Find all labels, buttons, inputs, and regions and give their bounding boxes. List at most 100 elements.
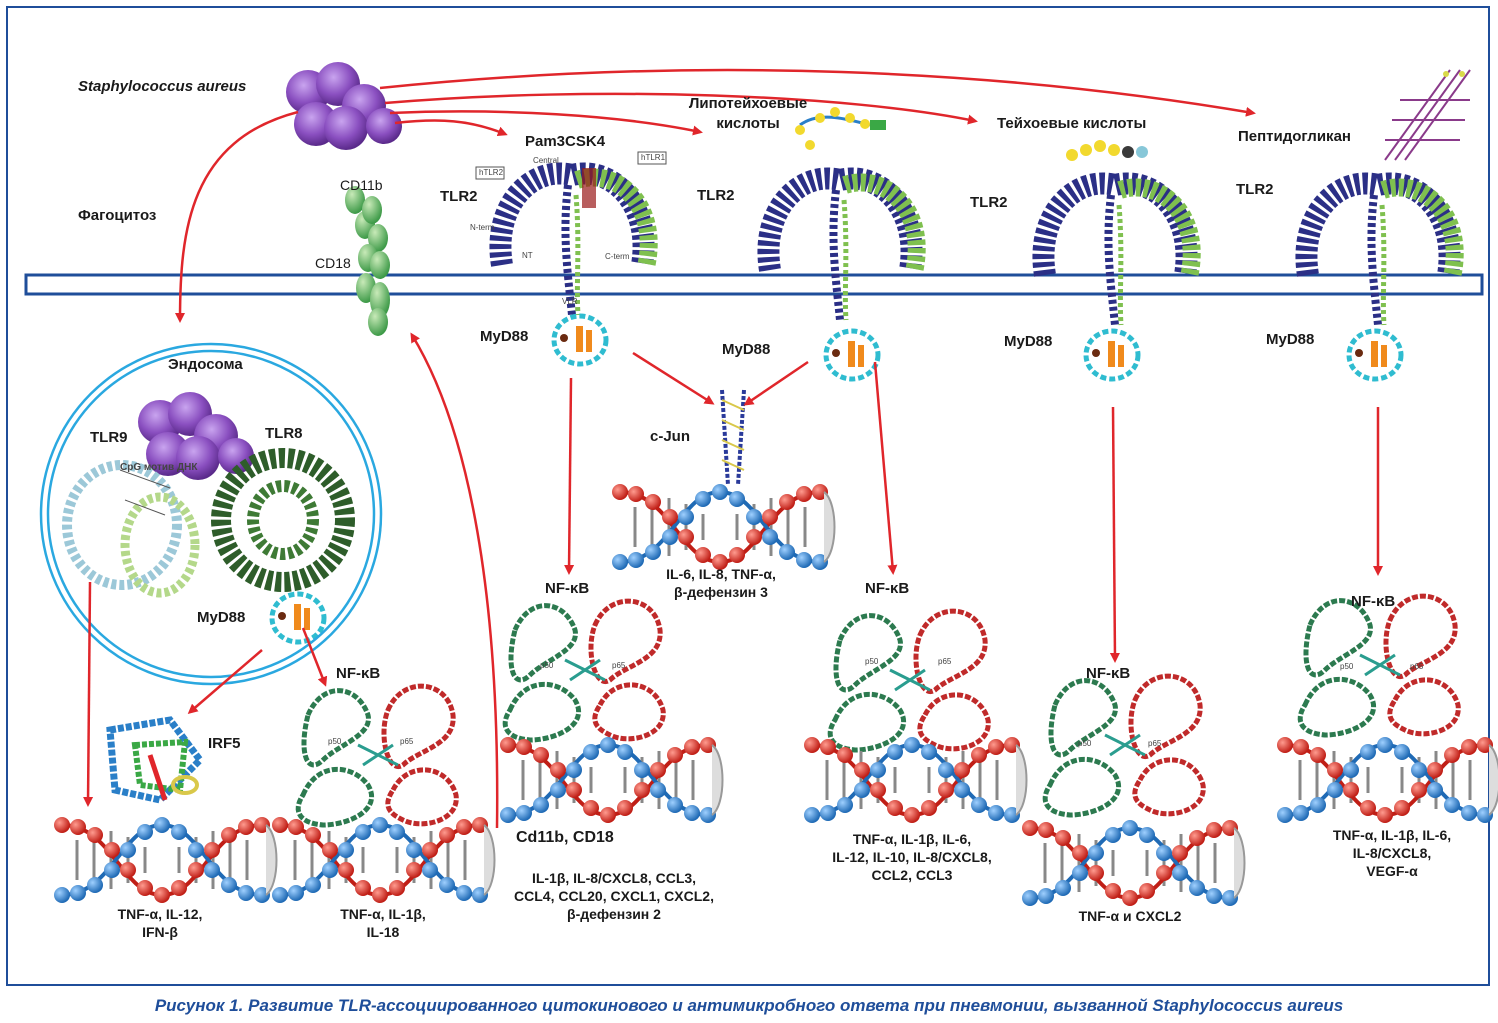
arrow-to-teichoic bbox=[384, 92, 978, 125]
irf5-output: TNF-α, IL-12, IFN-β bbox=[117, 906, 203, 940]
lipoteichoic-acid-molecule bbox=[795, 107, 886, 150]
tlr2-label-4: TLR2 bbox=[1236, 181, 1274, 198]
dna-c-jun bbox=[610, 482, 837, 572]
peptidoglycan-molecule bbox=[1384, 69, 1471, 161]
cd11b-cd18-complex bbox=[345, 186, 390, 336]
tlr9-structure bbox=[62, 460, 200, 598]
lipoteichoic-label: Липотейхоевые кислоты bbox=[688, 95, 808, 132]
irf5-label: IRF5 bbox=[208, 735, 241, 752]
dna-col2 bbox=[802, 735, 1029, 825]
c-jun-label: c-Jun bbox=[650, 428, 691, 445]
c-term-tag: C-term bbox=[605, 252, 630, 261]
myd88-label-endosome: MyD88 bbox=[197, 609, 246, 626]
col3-output: TNF-α и CXCL2 bbox=[1078, 908, 1182, 924]
pam3csk4-label: Pam3CSK4 bbox=[525, 133, 606, 150]
myd88-label-4: MyD88 bbox=[1266, 331, 1315, 348]
p65-tag-3: p65 bbox=[1148, 739, 1162, 748]
arrow-tlr9-dna bbox=[83, 581, 94, 807]
arrow-to-lipoteichoic bbox=[389, 110, 703, 136]
myd88-structure-3 bbox=[1086, 331, 1138, 379]
nfkb-structure-2 bbox=[830, 611, 988, 750]
arrow-to-cd11b bbox=[410, 332, 499, 829]
c-jun-output: IL-6, IL-8, TNF-α, β-дефензин 3 bbox=[666, 566, 776, 600]
myd88-label-2: MyD88 bbox=[722, 341, 771, 358]
cd11b-label: CD11b bbox=[340, 177, 383, 193]
col4-output: TNF-α, IL-1β, IL-6, IL-8/CXCL8, VEGF-α bbox=[1332, 827, 1452, 879]
irf5-structure bbox=[106, 716, 205, 804]
arrow-myd88-nfkb-endo bbox=[301, 627, 328, 687]
col1-output: IL-1β, IL-8/CXCL8, CCL3, CCL4, CCL20, CX… bbox=[514, 870, 714, 922]
dna-endosome-nfkb bbox=[270, 815, 497, 905]
nt-tag: NT bbox=[522, 251, 533, 260]
phagocytosis-label: Фагоцитоз bbox=[78, 207, 157, 224]
myd88-label-3: MyD88 bbox=[1004, 333, 1053, 350]
htlr1-tag: hTLR1 bbox=[641, 153, 666, 162]
arrow-phagocytosis bbox=[175, 110, 299, 323]
tlr2-label-1: TLR2 bbox=[440, 188, 478, 205]
nfkb-structure-endosome bbox=[298, 686, 456, 825]
nfkb-label-2: NF-κB bbox=[865, 580, 910, 597]
p50-tag-4: p50 bbox=[1340, 662, 1354, 671]
tlr2-label-3: TLR2 bbox=[970, 194, 1008, 211]
arrow-myd88-nfkb-3 bbox=[1109, 406, 1120, 663]
nfkb-structure-3 bbox=[1045, 676, 1203, 815]
p65-tag-2: p65 bbox=[938, 657, 952, 666]
endosome-outer-membrane bbox=[39, 342, 383, 686]
cd11b-cd18-output: Cd11b, CD18 bbox=[516, 829, 614, 846]
p50-tag-2: p50 bbox=[865, 657, 879, 666]
p50-tag-3: p50 bbox=[1078, 739, 1092, 748]
p65-tag-4: p65 bbox=[1410, 662, 1424, 671]
tlr8-structure bbox=[211, 448, 355, 592]
central-tag: Central bbox=[533, 156, 559, 165]
figure-frame bbox=[6, 6, 1490, 986]
p65-tag-endo: p65 bbox=[400, 737, 414, 746]
nfkb-structure-1 bbox=[505, 601, 663, 740]
c-jun-structure bbox=[720, 389, 746, 486]
myd88-label-1: MyD88 bbox=[480, 328, 529, 345]
nfkb-label-endosome: NF-κB bbox=[336, 665, 381, 682]
nfkb-label-1: NF-κB bbox=[545, 580, 590, 597]
staphylococcus-bacteria bbox=[286, 62, 402, 150]
col2-output: TNF-α, IL-1β, IL-6, IL-12, IL-10, IL-8/C… bbox=[832, 831, 992, 883]
p50-tag-endo: p50 bbox=[328, 737, 342, 746]
dna-col3 bbox=[1020, 818, 1247, 908]
endosome-nfkb-output: TNF-α, IL-1β, IL-18 bbox=[340, 906, 426, 940]
cell-membrane bbox=[24, 273, 1484, 296]
nfkb-label-3: NF-κB bbox=[1086, 665, 1131, 682]
tlr2-dimer-peptidoglycan bbox=[1306, 183, 1454, 325]
arrow-myd88-nfkb-1 bbox=[564, 377, 575, 575]
nfkb-structure-4 bbox=[1300, 596, 1458, 735]
tlr8-label: TLR8 bbox=[265, 425, 303, 442]
staphylococcus-label: Staphylococcus aureus bbox=[78, 78, 247, 95]
vlr-tag: VLR bbox=[562, 297, 578, 306]
peptidoglycan-label: Пептидогликан bbox=[1238, 128, 1351, 145]
n-term-tag: N-term bbox=[470, 223, 495, 232]
myd88-structure-2 bbox=[826, 331, 878, 379]
tlr2-label-2: TLR2 bbox=[697, 187, 735, 204]
endosome-label: Эндосома bbox=[168, 356, 243, 373]
arrow-to-peptidoglycan bbox=[379, 68, 1256, 117]
endosome-inner-membrane bbox=[46, 349, 376, 679]
p50-tag-1: p50 bbox=[540, 661, 554, 670]
arrow-myd88-cjun-2 bbox=[743, 360, 809, 406]
myd88-structure-4 bbox=[1349, 331, 1401, 379]
teichoic-label: Тейхоевые кислоты bbox=[997, 115, 1147, 132]
arrow-to-pam3csk4 bbox=[394, 119, 508, 137]
dna-col1 bbox=[498, 735, 725, 825]
myd88-structure-1 bbox=[554, 316, 606, 364]
cpg-label: CpG мотив ДНК bbox=[120, 462, 198, 473]
figure-caption: Рисунок 1. Развитие TLR-ассоциированного… bbox=[154, 996, 1344, 1015]
p65-tag-1: p65 bbox=[612, 661, 626, 670]
teichoic-acid-molecule bbox=[1066, 140, 1148, 161]
arrow-myd88-cjun-1 bbox=[632, 351, 715, 405]
tlr2-dimer-lipoteichoic bbox=[768, 178, 916, 320]
arrow-myd88-irf5 bbox=[187, 649, 263, 714]
dna-irf5 bbox=[52, 815, 279, 905]
nfkb-label-4: NF-κB bbox=[1351, 593, 1396, 610]
tlr2-dimer-teichoic bbox=[1043, 183, 1191, 325]
dna-col4 bbox=[1275, 735, 1498, 825]
arrow-myd88-nfkb-2 bbox=[873, 361, 898, 575]
cd18-label: CD18 bbox=[315, 255, 351, 271]
myd88-structure-endosome bbox=[272, 594, 324, 642]
